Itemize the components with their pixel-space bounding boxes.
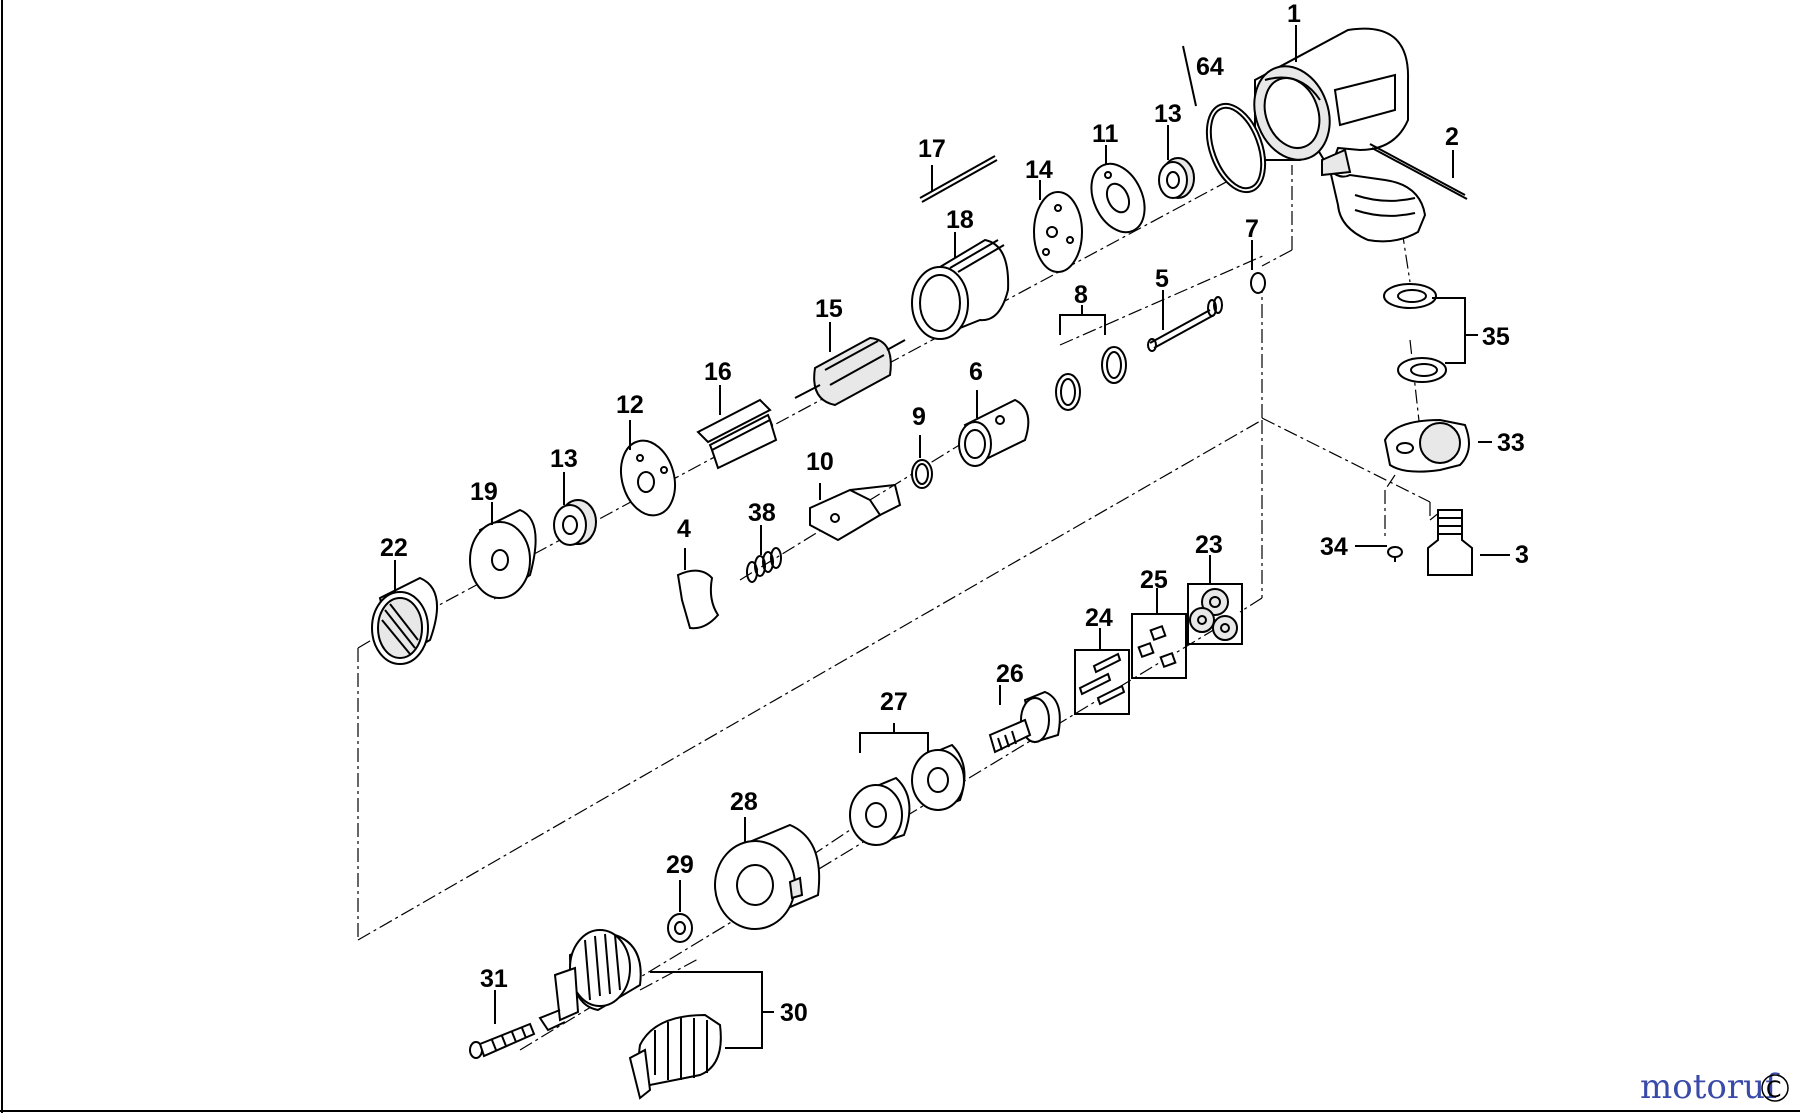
part-endplate-12 <box>620 439 676 517</box>
part-ring-19 <box>469 508 537 600</box>
part-screw-31 <box>469 1022 536 1059</box>
part-label-27: 27 <box>880 688 908 716</box>
part-label-22: 22 <box>380 534 408 562</box>
part-label-34: 34 <box>1320 533 1348 561</box>
part-label-35: 35 <box>1482 323 1510 351</box>
part-label-28: 28 <box>730 788 758 816</box>
part-label-14: 14 <box>1025 156 1053 184</box>
watermark-text: motoruf <box>1640 1067 1780 1107</box>
part-pin-2 <box>1369 143 1468 200</box>
part-label-1: 1 <box>1287 0 1301 28</box>
part-label-26: 26 <box>996 660 1024 688</box>
leader-lines <box>394 25 1510 1049</box>
part-sleeve-6 <box>958 398 1030 467</box>
part-label-2: 2 <box>1445 123 1459 151</box>
part-label-38: 38 <box>748 499 776 527</box>
part-label-18: 18 <box>946 206 974 234</box>
part-spindle-26 <box>988 690 1061 754</box>
part-gears-23 <box>1187 583 1243 645</box>
part-chucks-30 <box>538 929 722 1100</box>
part-label-29: 29 <box>666 851 694 879</box>
part-label-3: 3 <box>1515 541 1529 569</box>
part-label-4: 4 <box>677 515 691 543</box>
part-label-15: 15 <box>815 295 843 323</box>
part-cylinder-18 <box>911 238 1010 340</box>
corner-mark-circle <box>1761 1074 1789 1102</box>
part-pins-24 <box>1074 649 1130 715</box>
part-button-4 <box>676 569 720 630</box>
part-label-10: 10 <box>806 448 834 476</box>
part-label-64: 64 <box>1196 53 1224 81</box>
part-label-23: 23 <box>1195 531 1223 559</box>
part-inlet-3 <box>1427 509 1473 576</box>
part-gear-housing-28 <box>714 823 821 930</box>
part-valve-10 <box>809 483 902 542</box>
part-washer-29 <box>667 913 693 943</box>
part-label-9: 9 <box>912 403 926 431</box>
part-washer-7 <box>1250 272 1266 294</box>
part-vanes-16 <box>696 398 778 470</box>
part-label-25: 25 <box>1140 566 1168 594</box>
part-label-19: 19 <box>470 478 498 506</box>
part-orings-8 <box>1055 346 1127 411</box>
part-label-16: 16 <box>704 358 732 386</box>
part-label-6: 6 <box>969 358 983 386</box>
part-labels: 1 2 3 4 5 6 7 8 9 10 11 12 13 13 14 15 1… <box>380 0 1529 1027</box>
part-label-24: 24 <box>1085 604 1113 632</box>
assembly-axis-lines <box>357 135 1441 1051</box>
part-bearings-27 <box>849 743 966 846</box>
part-bracket-33 <box>1383 418 1470 473</box>
part-bearing-13-lower <box>553 499 597 546</box>
part-bearing-13-upper <box>1158 157 1195 199</box>
part-endplate-11 <box>1090 162 1146 234</box>
part-needle-bearing-22 <box>371 576 438 665</box>
part-pins-25 <box>1131 613 1187 679</box>
part-label-30: 30 <box>780 999 808 1027</box>
part-valve-stem-5 <box>1147 296 1223 352</box>
part-label-11: 11 <box>1092 120 1119 148</box>
part-label-7: 7 <box>1245 215 1259 243</box>
part-label-17: 17 <box>918 135 946 163</box>
part-housing <box>1253 27 1427 243</box>
watermark-logo: motoruf C <box>1640 1067 1789 1107</box>
part-label-33: 33 <box>1497 429 1525 457</box>
part-label-5: 5 <box>1155 265 1169 293</box>
part-gaskets-35 <box>1383 283 1447 383</box>
part-spring-38 <box>746 547 782 583</box>
part-label-31: 31 <box>480 965 508 993</box>
part-label-13-lower: 13 <box>550 445 578 473</box>
part-rotor-15 <box>794 336 906 407</box>
corner-mark-text: C <box>1766 1078 1781 1103</box>
part-label-8: 8 <box>1074 281 1088 309</box>
part-plate-14 <box>1033 191 1083 273</box>
part-screw-34 <box>1387 546 1403 562</box>
part-label-13-upper: 13 <box>1154 100 1182 128</box>
part-label-12: 12 <box>616 391 644 419</box>
